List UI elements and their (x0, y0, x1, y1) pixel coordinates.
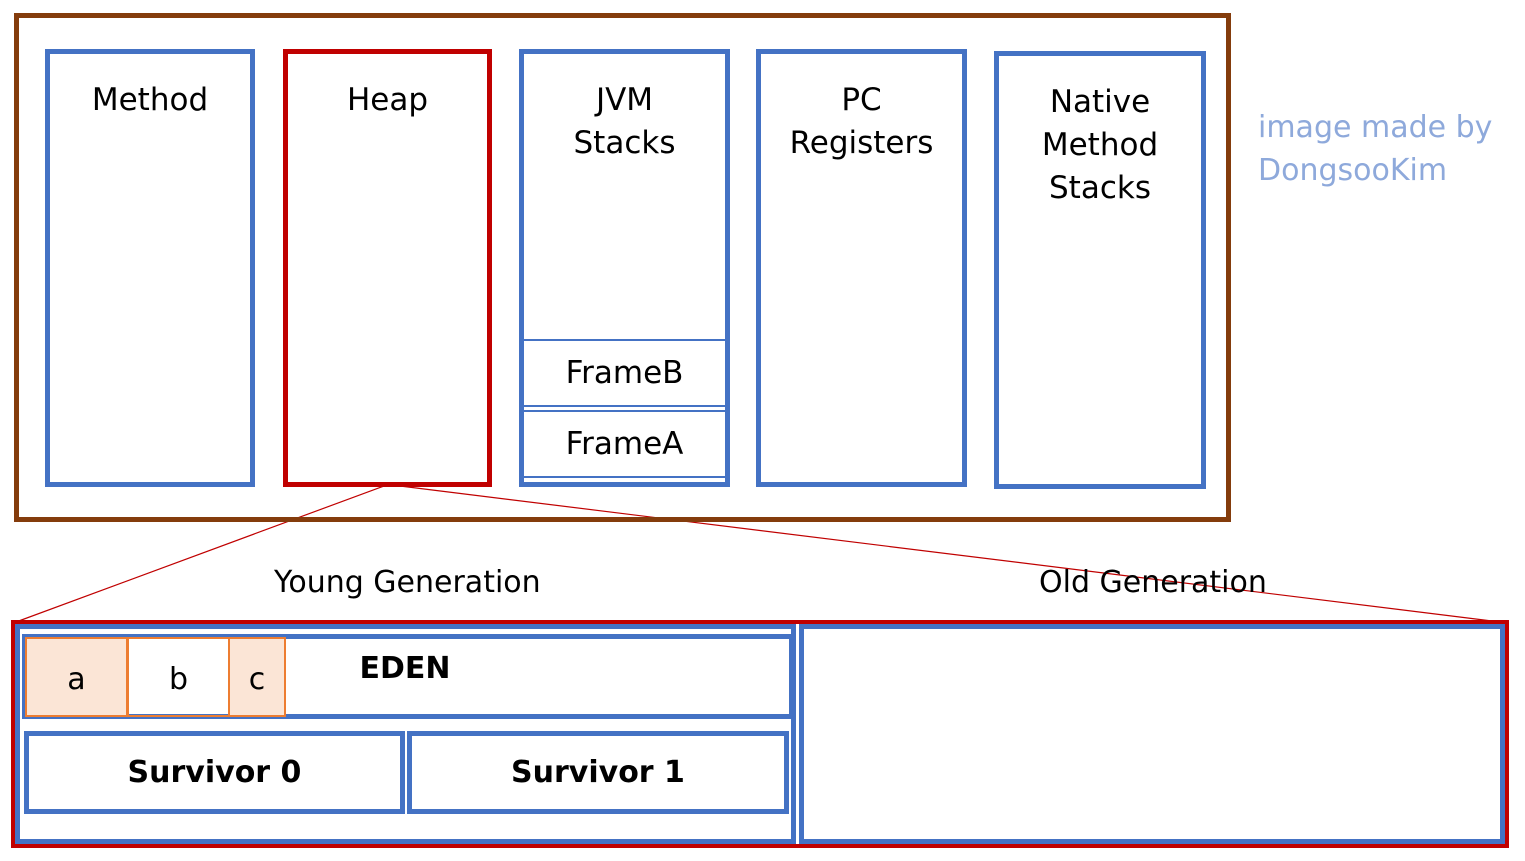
native-method-stacks-area: Native Method Stacks (994, 51, 1206, 489)
jvm-stacks-label: JVM Stacks (573, 82, 676, 161)
method-area-label: Method (91, 82, 209, 118)
survivor-0-box: Survivor 0 (24, 731, 405, 814)
young-generation-box (15, 624, 796, 844)
object-a: a (25, 637, 128, 717)
credit-text: image made by DongsooKim (1258, 110, 1493, 188)
native-method-stacks-label: Native Method Stacks (1041, 84, 1159, 206)
eden-label: EDEN (359, 651, 451, 686)
survivor-1-box: Survivor 1 (407, 731, 789, 814)
pc-registers-area: PC Registers (756, 49, 967, 487)
runtime-data-area (14, 13, 1231, 522)
old-generation-label: Old Generation (1039, 565, 1267, 600)
young-generation-label: Young Generation (274, 565, 541, 600)
object-c: c (228, 637, 286, 717)
eden-box (22, 634, 794, 719)
old-generation-box (799, 624, 1505, 844)
pc-registers-label: PC Registers (789, 82, 934, 161)
heap-area: Heap (283, 49, 492, 487)
object-b: b (127, 637, 230, 717)
method-area: Method (45, 49, 255, 487)
jvm-stacks-area: JVM Stacks (519, 49, 730, 487)
heap-detail (11, 620, 1509, 848)
heap-area-label: Heap (346, 82, 429, 118)
stack-frame-a: FrameA (524, 410, 725, 478)
stack-frame-b: FrameB (524, 339, 725, 407)
